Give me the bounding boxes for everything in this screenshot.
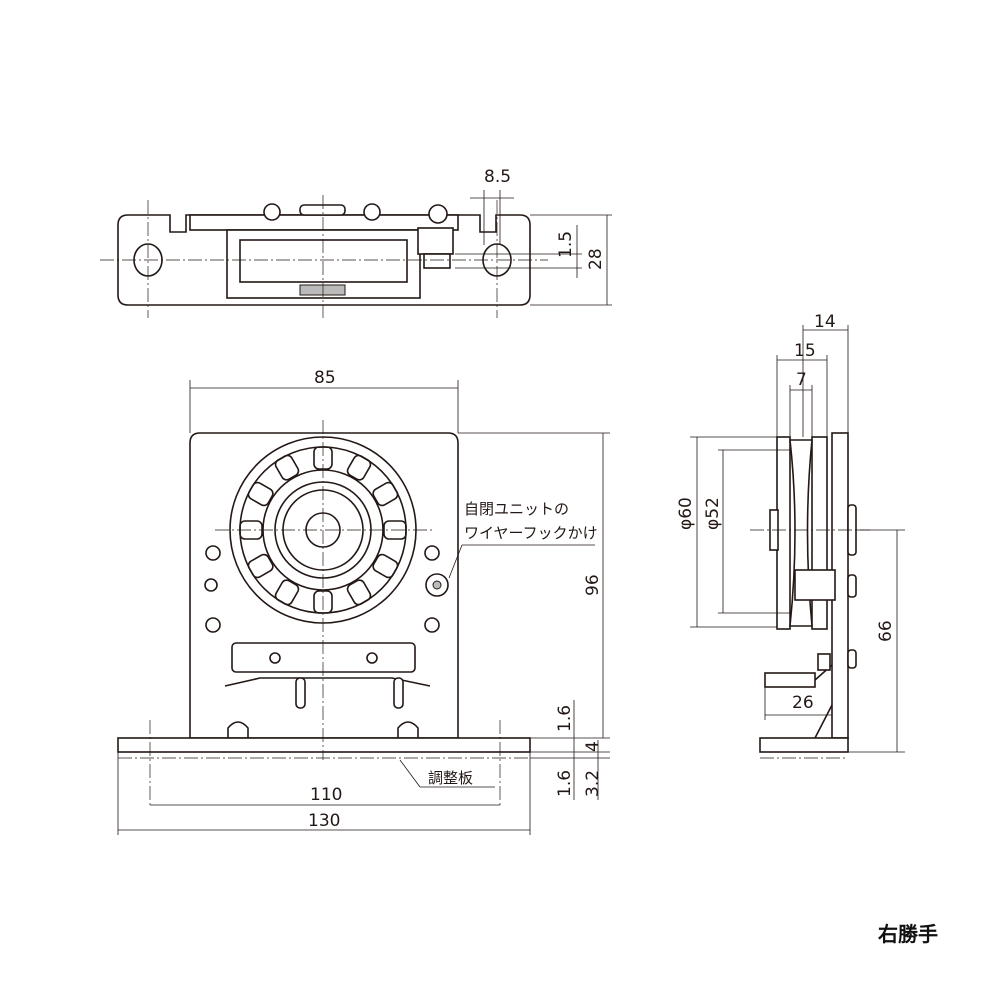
dim-8.5: 8.5 (484, 167, 511, 187)
pulley-slot (372, 553, 399, 579)
dim-15: 15 (794, 341, 816, 361)
pulley-slot (274, 579, 300, 606)
dim-110: 110 (310, 785, 342, 805)
top-view: 8.5 1.5 28 (100, 167, 612, 318)
label-hook-line2: ワイヤーフックかけ (464, 524, 598, 542)
dim-1.6-upper: 1.6 (555, 705, 575, 732)
pulley-slot (247, 553, 274, 579)
hand-label: 右勝手 (878, 922, 938, 946)
dim-130: 130 (308, 811, 340, 831)
dim-96: 96 (583, 574, 603, 596)
label-adjust-plate: 調整板 (428, 769, 473, 787)
dim-1.5: 1.5 (556, 231, 576, 258)
side-view: 14 15 7 φ60 φ52 66 26 (676, 312, 905, 759)
dim-phi60: φ60 (676, 497, 696, 530)
dim-7: 7 (796, 370, 807, 390)
front-view: 85 96 1.6 4 1.6 3.2 110 130 自閉ユニットの ワイヤー… (117, 368, 610, 835)
pulley-slot (346, 579, 372, 606)
dim-28: 28 (586, 248, 606, 270)
dim-1.6-lower: 1.6 (555, 770, 575, 797)
dim-26: 26 (792, 693, 814, 713)
pulley-slot (274, 454, 300, 481)
dim-4: 4 (583, 741, 603, 752)
label-hook-line1: 自閉ユニットの (464, 500, 569, 518)
dim-66: 66 (876, 620, 896, 642)
pulley-slot (372, 481, 399, 507)
dim-85: 85 (314, 368, 336, 388)
dim-14: 14 (814, 312, 836, 332)
pulley-slot (383, 520, 407, 540)
dim-phi52: φ52 (703, 497, 723, 530)
pulley-slot (346, 454, 372, 481)
pulley-slot (247, 481, 274, 507)
dim-3.2: 3.2 (583, 770, 603, 797)
